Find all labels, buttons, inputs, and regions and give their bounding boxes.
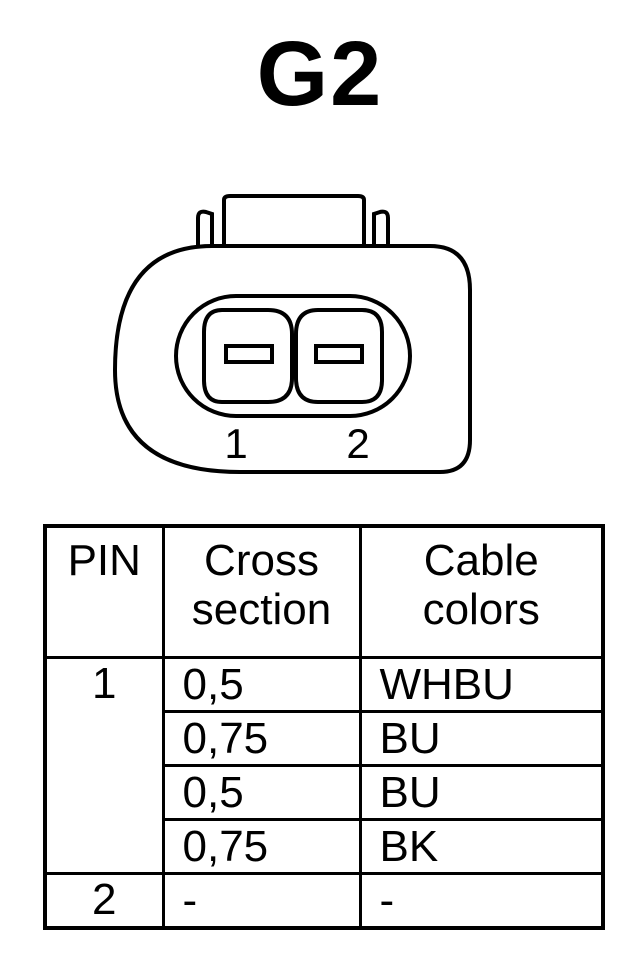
pin-label-2: 2 — [346, 420, 369, 467]
connector-diagram: 1 2 — [112, 194, 472, 474]
pin-2-slot — [314, 344, 364, 364]
cross-section-value: 0,5 — [161, 764, 362, 821]
cable-color-value: BK — [358, 818, 605, 875]
connector-latch — [196, 209, 214, 248]
pin-assignment-table: PIN Cross section Cable colors 1 0,5 WHB… — [43, 524, 605, 930]
table-row: 2 - - — [43, 872, 605, 930]
header-cross-section: Cross section — [161, 524, 362, 659]
cross-section-value: 0,75 — [161, 710, 362, 767]
table-row: 0,5 BU — [45, 764, 605, 821]
pin-number: 1 — [43, 656, 165, 875]
table-row: 0,75 BK — [45, 818, 605, 875]
pin-1-slot — [224, 344, 274, 364]
cable-color-value: - — [358, 872, 605, 930]
header-cable-colors: Cable colors — [358, 524, 605, 659]
connector-latch-top — [222, 194, 366, 246]
cable-color-value: WHBU — [358, 656, 605, 713]
pin-label-1: 1 — [224, 420, 247, 467]
connector-latch-right — [372, 209, 390, 248]
table-row: 1 0,5 WHBU — [43, 656, 605, 875]
pin-number: 2 — [43, 872, 165, 930]
cross-section-value: 0,5 — [161, 656, 362, 713]
table-row: 0,75 BU — [45, 710, 605, 767]
cable-color-value: BU — [358, 764, 605, 821]
cross-section-value: 0,75 — [161, 818, 362, 875]
cable-color-value: BU — [358, 710, 605, 767]
connector-title: G2 — [256, 23, 384, 125]
header-pin: PIN — [43, 524, 165, 659]
table-header-row: PIN Cross section Cable colors — [43, 524, 605, 659]
cross-section-value: - — [161, 872, 362, 930]
